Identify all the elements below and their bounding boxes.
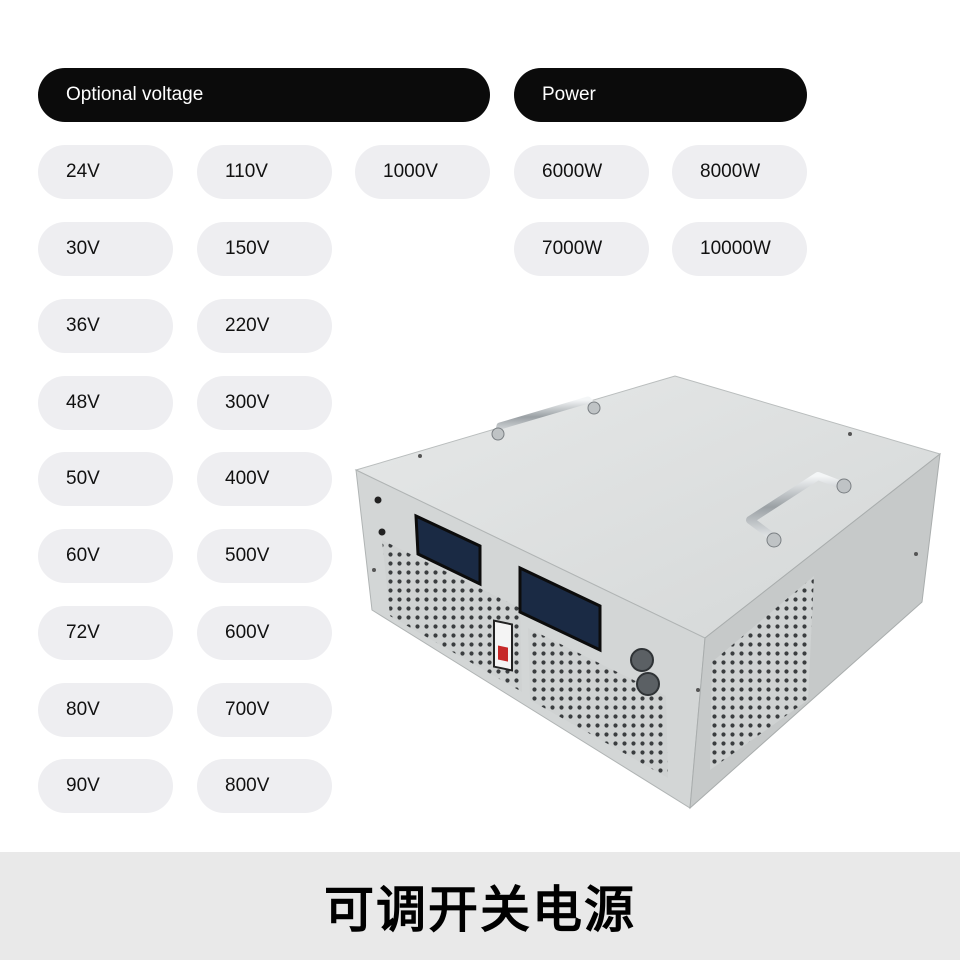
voltage-option-label: 1000V	[383, 161, 438, 182]
front-vent-right	[528, 628, 668, 778]
display-voltage	[414, 513, 482, 587]
power-option-7000w[interactable]: 7000W	[514, 222, 649, 276]
voltage-option-48v[interactable]: 48V	[38, 376, 173, 430]
voltage-option-label: 300V	[225, 392, 270, 413]
voltage-option-150v[interactable]: 150V	[197, 222, 332, 276]
voltage-option-label: 400V	[225, 468, 270, 489]
voltage-option-110v[interactable]: 110V	[197, 145, 332, 199]
voltage-option-36v[interactable]: 36V	[38, 299, 173, 353]
display-current	[518, 565, 602, 653]
front-vent-left	[382, 540, 522, 692]
voltage-option-label: 30V	[66, 238, 100, 259]
voltage-option-800v[interactable]: 800V	[197, 759, 332, 813]
power-option-label: 6000W	[542, 161, 603, 182]
power-supply-product-image	[350, 370, 950, 810]
power-switch-toggle	[498, 645, 508, 662]
power-option-label: 7000W	[542, 238, 603, 259]
voltage-option-label: 220V	[225, 315, 270, 336]
voltage-option-1000v[interactable]: 1000V	[355, 145, 490, 199]
voltage-option-label: 48V	[66, 392, 100, 413]
voltage-option-label: 24V	[66, 161, 100, 182]
indicator-led-1	[374, 496, 382, 504]
voltage-option-700v[interactable]: 700V	[197, 683, 332, 737]
footer-banner: 可调开关电源	[0, 852, 960, 960]
optional-voltage-header: Optional voltage	[38, 68, 490, 122]
voltage-option-label: 150V	[225, 238, 270, 259]
voltage-knob	[630, 648, 654, 672]
voltage-option-72v[interactable]: 72V	[38, 606, 173, 660]
handle-right	[746, 472, 848, 542]
power-header-label: Power	[542, 84, 596, 105]
voltage-option-label: 600V	[225, 622, 270, 643]
power-header: Power	[514, 68, 807, 122]
side-vent	[710, 576, 814, 770]
power-option-label: 10000W	[700, 238, 771, 259]
optional-voltage-header-label: Optional voltage	[66, 84, 204, 105]
voltage-option-90v[interactable]: 90V	[38, 759, 173, 813]
voltage-option-600v[interactable]: 600V	[197, 606, 332, 660]
voltage-option-label: 110V	[225, 161, 268, 182]
voltage-option-label: 700V	[225, 699, 270, 720]
voltage-option-300v[interactable]: 300V	[197, 376, 332, 430]
power-supply-illustration	[354, 375, 942, 810]
voltage-option-label: 50V	[66, 468, 100, 489]
power-option-6000w[interactable]: 6000W	[514, 145, 649, 199]
current-knob	[636, 672, 660, 696]
voltage-option-24v[interactable]: 24V	[38, 145, 173, 199]
voltage-option-60v[interactable]: 60V	[38, 529, 173, 583]
voltage-option-label: 72V	[66, 622, 100, 643]
power-option-10000w[interactable]: 10000W	[672, 222, 807, 276]
voltage-option-label: 800V	[225, 775, 270, 796]
voltage-option-30v[interactable]: 30V	[38, 222, 173, 276]
power-switch	[493, 619, 513, 672]
power-option-label: 8000W	[700, 161, 761, 182]
power-option-8000w[interactable]: 8000W	[672, 145, 807, 199]
voltage-option-50v[interactable]: 50V	[38, 452, 173, 506]
voltage-option-400v[interactable]: 400V	[197, 452, 332, 506]
voltage-option-500v[interactable]: 500V	[197, 529, 332, 583]
voltage-option-220v[interactable]: 220V	[197, 299, 332, 353]
voltage-option-label: 80V	[66, 699, 100, 720]
indicator-led-2	[378, 528, 386, 536]
voltage-option-label: 60V	[66, 545, 100, 566]
voltage-option-label: 90V	[66, 775, 100, 796]
voltage-option-80v[interactable]: 80V	[38, 683, 173, 737]
product-title: 可调开关电源	[324, 881, 636, 939]
voltage-option-label: 36V	[66, 315, 100, 336]
voltage-option-label: 500V	[225, 545, 270, 566]
